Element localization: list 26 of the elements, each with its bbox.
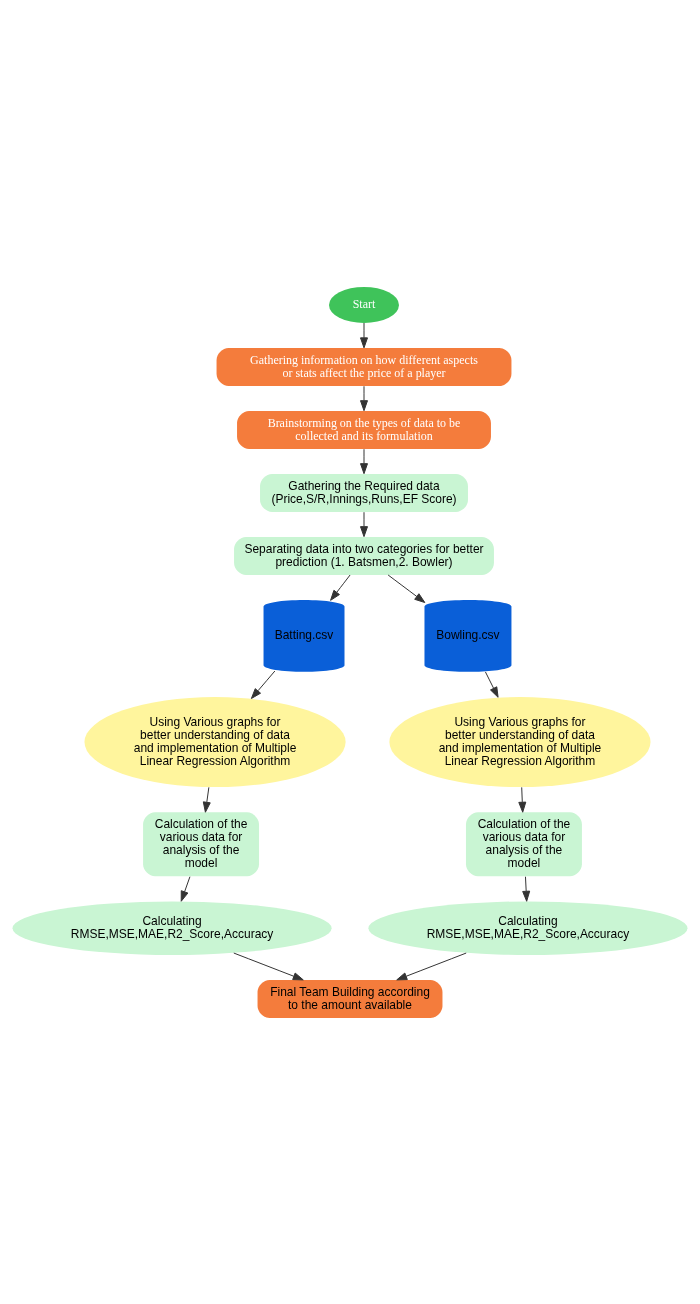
arrow	[360, 511, 368, 537]
node-box: Calculation of the various data for analysis of the model	[465, 811, 582, 876]
arrow	[180, 875, 191, 902]
arrow	[522, 875, 531, 902]
arrow	[518, 786, 527, 813]
node-box: Gathering the Required data (Price,S/R,Innings,Runs,EF Score)	[260, 473, 468, 512]
arrow	[202, 786, 211, 813]
arrow	[360, 322, 368, 348]
arrow	[484, 670, 499, 698]
node-ellipse: Using Various graphs for better understanding of data and implementation of Multiple Linear Regression Algorithm	[389, 696, 651, 787]
arrow	[360, 448, 368, 474]
node-box: Final Team Building according to the amount available	[257, 979, 443, 1018]
node-ellipse: Calculating RMSE,MSE,MAE,R2_Score,Accuracy	[12, 900, 332, 955]
node-ellipse: Using Various graphs for better understanding of data and implementation of Multiple Linear Regression Algorithm	[84, 696, 346, 787]
node-box: Calculation of the various data for analysis of the model	[143, 811, 260, 876]
node-box: Separating data into two categories for better prediction (1. Batsmen,2. Bowler)	[234, 536, 494, 575]
node-ellipse: Start	[329, 286, 399, 323]
node-box: Brainstorming on the types of data to be collected and its formulation	[237, 410, 491, 449]
node-ellipse: Calculating RMSE,MSE,MAE,R2_Score,Accuracy	[368, 900, 688, 955]
arrow	[233, 952, 304, 980]
node-box: Gathering information on how different aspects or stats affect the price of a player	[216, 347, 512, 386]
arrow	[387, 574, 426, 603]
arrow	[360, 385, 368, 411]
arrow	[396, 952, 467, 980]
arrow	[250, 670, 276, 699]
arrow	[330, 574, 351, 601]
